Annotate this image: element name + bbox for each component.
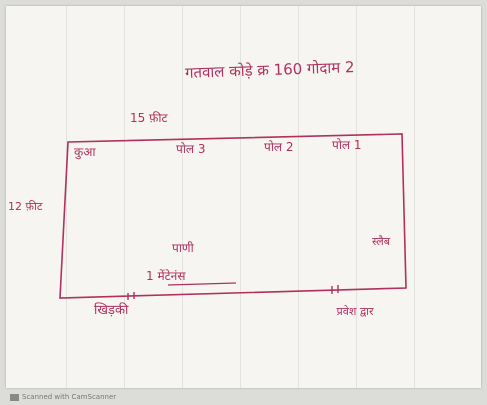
label-entry-gate: प्रवेश द्वार bbox=[336, 305, 374, 318]
label-well: कुआ bbox=[74, 145, 96, 159]
camscanner-icon bbox=[10, 393, 19, 401]
label-slab: स्लैब bbox=[372, 235, 391, 248]
watermark-text: Scanned with CamScanner bbox=[22, 393, 117, 401]
label-pillar-2: पोल 2 bbox=[264, 140, 294, 154]
label-window: खिड़की bbox=[94, 303, 129, 318]
label-main-entry: 1 मेंटेनंस bbox=[146, 269, 186, 283]
paper-sheet bbox=[6, 6, 481, 388]
entry-mark bbox=[331, 285, 339, 294]
room-outline bbox=[59, 133, 407, 299]
label-pillar-3: पोल 3 bbox=[176, 142, 206, 156]
height-label: 12 फ़ीट bbox=[8, 200, 43, 213]
door-mark bbox=[127, 292, 135, 300]
entry-underline bbox=[167, 282, 237, 286]
label-water: पाणी bbox=[172, 241, 194, 255]
scanner-watermark: Scanned with CamScanner bbox=[10, 393, 116, 401]
label-pillar-1: पोल 1 bbox=[332, 138, 362, 152]
width-label: 15 फ़ीट bbox=[130, 111, 168, 125]
